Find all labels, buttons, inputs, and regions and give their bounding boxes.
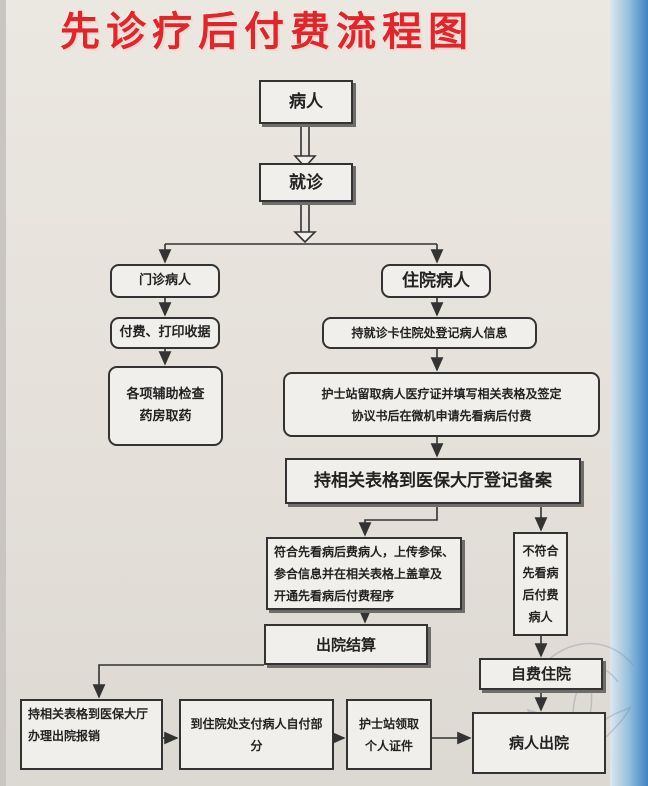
node-pay-print: 付费、打印收据	[110, 317, 220, 349]
node-patient: 病人	[259, 80, 353, 124]
collect-docs-line1: 护士站领取	[358, 716, 419, 731]
frame-right-blue-border	[610, 0, 648, 786]
eligible-line1: 符合先看病后费病人，上传参保、	[274, 545, 455, 559]
eligible-line3: 开通先看病后付费程序	[274, 589, 395, 603]
node-pay-own-part: 到住院处支付病人自付部分	[179, 699, 334, 770]
page-title: 先诊疗后付费流程图	[60, 9, 474, 55]
exam-pharmacy-line2: 药房取药	[139, 409, 192, 424]
arrow-patient-to-visit	[300, 124, 310, 156]
arrowhead-visit-to-split	[293, 231, 317, 244]
not-eligible-line1: 不符合	[522, 544, 559, 558]
node-visit: 就诊	[259, 163, 353, 202]
reimburse-line2: 办理出院报销	[28, 729, 101, 743]
arrowhead-patient-to-visit	[293, 155, 317, 169]
node-outpatient: 门诊病人	[110, 264, 220, 298]
node-hall-register: 持相关表格到医保大厅登记备案	[285, 458, 581, 504]
hall-split-left	[358, 504, 438, 537]
node-nurse-station: 护士站留取病人医疗证并填写相关表格及签定 协议书后在微机申请先看病后付费	[283, 372, 600, 437]
node-reimburse: 持相关表格到医保大厅 办理出院报销	[20, 699, 163, 770]
node-collect-docs: 护士站领取 个人证件	[346, 699, 432, 770]
nurse-station-line2: 协议书后在微机申请先看病后付费	[351, 408, 532, 423]
node-exam-pharmacy: 各项辅助检查 药房取药	[108, 366, 223, 446]
node-self-pay: 自费住院	[479, 658, 603, 690]
frame-left-edge	[0, 0, 6, 786]
nurse-station-line1: 护士站留取病人医疗证并填写相关表格及签定	[321, 386, 562, 401]
node-register-info: 持就诊卡住院处登记病人信息	[322, 317, 537, 349]
not-eligible-line3: 后付费	[522, 588, 559, 602]
node-not-eligible: 不符合 先看病 后付费 病人	[513, 532, 568, 636]
node-discharge-settle: 出院结算	[264, 624, 428, 665]
not-eligible-line2: 先看病	[522, 566, 559, 580]
node-discharged: 病人出院	[472, 712, 606, 774]
reimburse-line1: 持相关表格到医保大厅	[28, 707, 149, 721]
node-eligible: 符合先看病后费病人，上传参保、 参合信息并在相关表格上盖章及 开通先看病后付费程…	[266, 537, 462, 610]
collect-docs-line2: 个人证件	[364, 738, 413, 753]
eligible-line2: 参合信息并在相关表格上盖章及	[274, 567, 443, 581]
arrow-visit-to-split	[300, 202, 310, 232]
not-eligible-line4: 病人	[528, 610, 553, 624]
arrow-settle-to-reimburse	[92, 664, 264, 699]
node-inpatient: 住院病人	[381, 264, 491, 298]
exam-pharmacy-line1: 各项辅助检查	[126, 387, 205, 402]
